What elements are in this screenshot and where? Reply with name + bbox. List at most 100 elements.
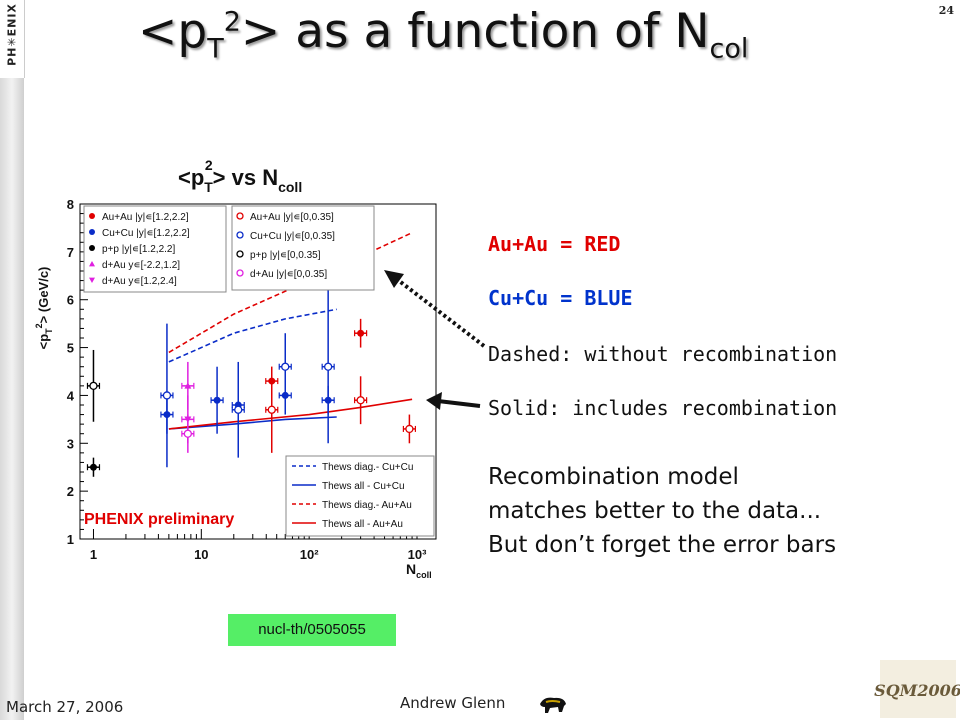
marker-open [281, 362, 290, 371]
x-label-a: N [406, 561, 416, 577]
footer-author: Andrew Glenn [400, 694, 506, 712]
y-tick-label: 5 [67, 341, 74, 356]
chart-title-a: <p [178, 165, 204, 190]
marker-filled [357, 329, 365, 337]
marker-open [236, 269, 244, 277]
marker-open [405, 424, 414, 434]
legend-entry-label: Au+Au |y|∊[0,0.35] [250, 212, 334, 223]
y-tick-label: 6 [67, 293, 74, 308]
y-label-sup: 2 [34, 323, 44, 328]
chart-title-sub2: coll [278, 179, 302, 195]
slide-number: 24 [938, 4, 954, 17]
legend-entry-label: d+Au y∊[-2.2,1.2] [102, 260, 180, 271]
legend-entry-label: p+p |y|∊[1.2,2.2] [102, 244, 175, 255]
marker-filled [213, 396, 221, 404]
chart-title-b: > vs N [213, 165, 278, 190]
legend-top-left: Au+Au |y|∊[1.2,2.2]Cu+Cu |y|∊[1.2,2.2]p+… [83, 205, 227, 293]
chart-title-sup: 2 [205, 157, 213, 173]
annotation-solid: Solid: includes recombination [488, 396, 838, 420]
legend-entry-label: Thews diag.- Au+Au [322, 500, 412, 511]
legend-top-left-box [83, 205, 227, 293]
y-label-a: <p [36, 334, 51, 350]
slide-title: <pT2> as a function of Ncol [138, 4, 748, 64]
model-curves [168, 231, 413, 430]
sqm-logo-bg [880, 660, 956, 718]
y-tick-label: 7 [67, 245, 74, 260]
axis-ticks: 1 2 3 4 5 6 7 8 1 10 10² 10³ [67, 197, 427, 562]
y-tick-label: 2 [67, 484, 74, 499]
footer-date: March 27, 2006 [6, 698, 124, 716]
marker-open [89, 381, 98, 391]
marker-triangle-down [89, 277, 95, 283]
cu-buffalo-logo [540, 697, 566, 713]
conclusion-line-2: matches better to the data... [488, 498, 822, 524]
marker-open [236, 212, 244, 220]
marker-triangle-up [184, 382, 192, 389]
reference-box: nucl-th/0505055 [228, 614, 396, 646]
y-axis-label: <pT2> (GeV/c) [34, 267, 54, 350]
marker-filled [89, 463, 97, 471]
annotation-cu-blue: Cu+Cu = BLUE [488, 286, 633, 310]
title-sub-col: col [709, 33, 749, 65]
title-sup-2: 2 [223, 6, 241, 38]
chart-title-sub: T [204, 179, 213, 195]
sqm2006-logo: SQM2006 [874, 660, 960, 718]
title-sub-t: T [207, 33, 224, 65]
marker-open [162, 391, 172, 400]
x-tick-label: 10² [300, 547, 319, 562]
marker-open [183, 429, 192, 438]
legend-entry-label: Cu+Cu |y|∊[1.2,2.2] [102, 228, 190, 239]
annotation-au-red: Au+Au = RED [488, 232, 621, 256]
phenix-preliminary-label: PHENIX preliminary [84, 511, 234, 528]
left-decorative-strip [0, 0, 24, 720]
marker-triangle-up [89, 261, 95, 267]
phenix-logo-text: PH✳ENIX [5, 3, 19, 66]
buffalo-shape [540, 697, 566, 713]
conclusion-line-3: But don’t forget the error bars [488, 532, 837, 558]
chart-title: <pT 2> vs Ncoll [178, 157, 302, 195]
x-tick-label: 10 [194, 547, 208, 562]
marker-filled [89, 229, 95, 235]
model-curve [168, 416, 337, 430]
y-tick-label: 8 [67, 197, 74, 212]
y-tick-label: 4 [67, 388, 75, 403]
x-axis-label: Ncoll [406, 561, 432, 580]
legend-entry-label: Thews diag.- Cu+Cu [322, 462, 413, 473]
phenix-logo: PH✳ENIX [0, 0, 25, 78]
x-tick-label: 1 [90, 547, 97, 562]
x-label-sub: coll [416, 570, 432, 580]
legend-entry-label: p+p |y|∊[0,0.35] [250, 250, 321, 261]
model-curve [168, 398, 413, 430]
legend-top-right-box [231, 205, 375, 291]
annotation-dashed: Dashed: without recombination [488, 342, 838, 366]
marker-open [356, 396, 365, 405]
marker-open [267, 405, 276, 414]
model-curve [168, 308, 337, 363]
legend-entry-label: Thews all - Cu+Cu [322, 481, 405, 492]
legend-entry-label: d+Au y∊[1.2,2.4] [102, 276, 177, 287]
y-label-b: > (GeV/c) [36, 267, 51, 324]
marker-filled [89, 245, 95, 251]
title-part-b: > as a function of N [240, 4, 710, 59]
y-tick-label: 3 [67, 436, 74, 451]
plot-frame [79, 203, 437, 540]
legend-entry-label: Cu+Cu |y|∊[0,0.35] [250, 231, 335, 242]
marker-open [236, 250, 244, 258]
title-part-a: <p [138, 4, 208, 59]
legend-entry-label: Thews all - Au+Au [322, 519, 403, 530]
legend-entry-label: d+Au |y|∊[0,0.35] [250, 269, 327, 280]
y-label-sub: T [44, 328, 54, 334]
marker-open [324, 362, 333, 371]
conclusion-line-1: Recombination model [488, 464, 739, 490]
conclusion-text: Recombination model matches better to th… [488, 460, 836, 562]
sqm-logo-text: SQM2006 [874, 681, 960, 700]
marker-filled [89, 213, 95, 219]
data-points [86, 290, 416, 477]
x-tick-label: 10³ [408, 547, 427, 562]
model-curve [168, 231, 413, 354]
legend-top-right: Au+Au |y|∊[0,0.35] Cu+Cu |y|∊[0,0.35] p+p … [231, 205, 375, 291]
buffalo-gold [545, 700, 561, 703]
y-tick-label: 1 [67, 532, 74, 547]
marker-open [234, 405, 243, 414]
